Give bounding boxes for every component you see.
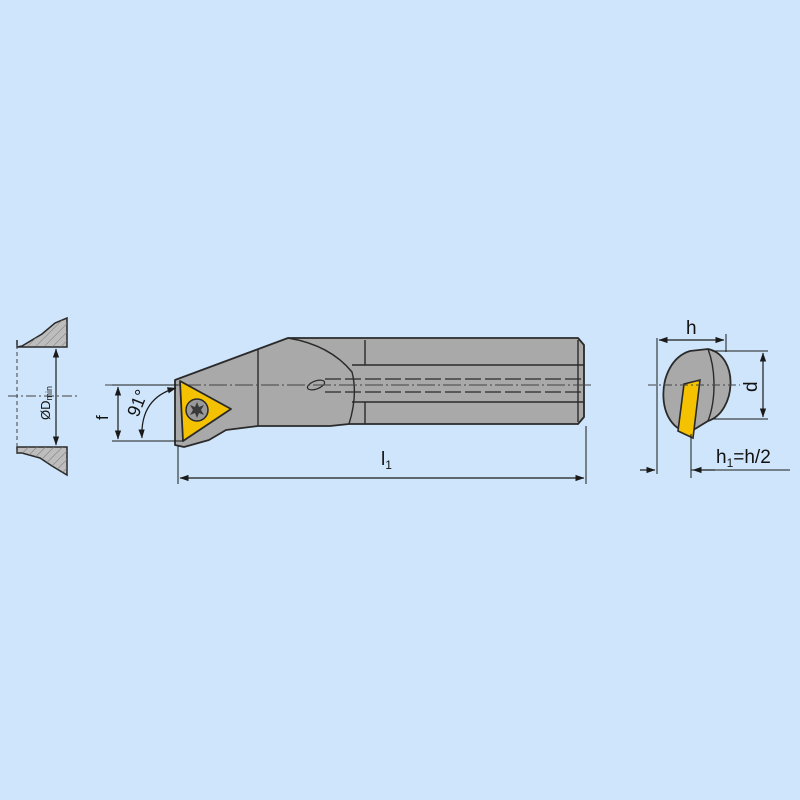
bore-wall-top-hatch <box>22 318 67 347</box>
end-view: h d h1=h/2 <box>640 318 790 478</box>
bore-diameter-label: ØDmin <box>38 386 54 420</box>
bore-wall-bottom-hatch <box>22 447 67 475</box>
boring-bar <box>105 337 594 448</box>
height-label: h <box>686 318 697 339</box>
diameter-label: d <box>741 381 762 392</box>
bore-section: ØDmin <box>8 316 80 477</box>
coolant-outlet <box>306 379 326 391</box>
torx-screw-icon <box>185 398 209 422</box>
length-label: l1 <box>381 449 392 472</box>
h1-label: h1=h/2 <box>716 447 771 470</box>
angle-arc <box>138 387 177 439</box>
end-view-insert <box>677 378 701 440</box>
bar-neck-curve <box>287 337 356 425</box>
offset-label: f <box>93 415 112 420</box>
angle-label: 91° <box>123 387 152 420</box>
